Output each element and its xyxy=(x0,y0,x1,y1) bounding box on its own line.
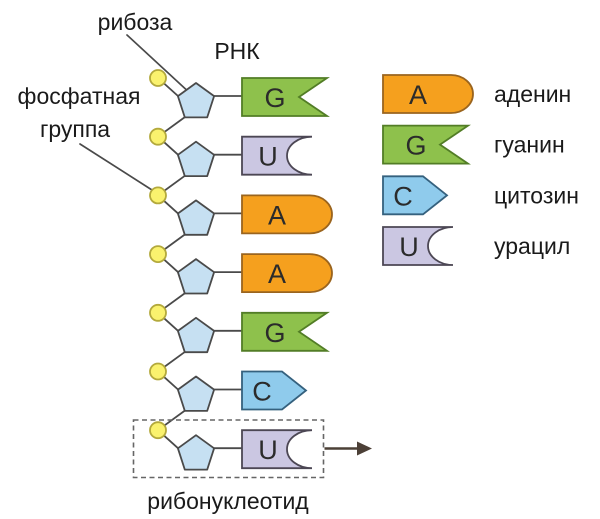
ribose-leader-line xyxy=(126,34,193,96)
ribose-pentagon-icon xyxy=(176,434,216,471)
legend-label-adenine: аденин xyxy=(494,81,571,107)
base-uracil-icon xyxy=(241,429,313,470)
arrow-head xyxy=(357,441,372,456)
base-uracil-icon xyxy=(241,135,313,176)
ribonucleotide-arrow-icon xyxy=(324,441,372,456)
base-guanine-icon xyxy=(241,77,330,117)
phosphate-group-icon xyxy=(149,186,167,205)
base-adenine-icon xyxy=(382,74,474,114)
legend-label-guanine: гуанин xyxy=(494,132,565,158)
phosphate-label-line2: группа xyxy=(40,116,110,142)
ribose-pentagon-icon xyxy=(176,375,216,412)
base-letter: U xyxy=(258,435,278,465)
base-letter: A xyxy=(268,200,286,230)
nucleotide-2: U xyxy=(149,127,313,197)
ribose-pentagon-icon xyxy=(176,199,216,236)
base-cytosine-icon xyxy=(382,175,449,216)
phosphate-group-icon xyxy=(149,69,167,87)
legend-label-uracil: урацил xyxy=(494,233,570,259)
base-guanine-icon xyxy=(241,311,330,352)
ribose-pentagon-icon xyxy=(176,258,216,295)
legend-label-cytosine: цитозин xyxy=(494,182,579,208)
ribose-pentagon-icon xyxy=(176,316,216,354)
phosphate-label-line1: фосфатная xyxy=(18,83,141,109)
base-uracil-icon xyxy=(382,226,454,266)
nucleotide-5: G xyxy=(149,303,330,373)
base-letter: A xyxy=(409,80,427,110)
base-letter: G xyxy=(264,318,285,348)
base-cytosine-icon xyxy=(241,370,308,411)
phosphate-group-icon xyxy=(149,245,167,264)
ribose-label: рибоза xyxy=(98,9,173,35)
phosphate-group-icon xyxy=(149,127,167,146)
base-letter: A xyxy=(268,259,286,289)
nucleotide-6: C xyxy=(149,362,308,432)
nucleotide-7: U xyxy=(149,421,313,471)
phosphate-group-icon xyxy=(149,303,167,322)
base-adenine-icon xyxy=(241,194,333,235)
base-letter: C xyxy=(393,181,413,211)
nucleotide-4: A xyxy=(149,245,333,314)
phosphate-leader-line xyxy=(79,143,153,191)
ribose-pentagon-icon xyxy=(176,140,216,178)
base-letter: G xyxy=(264,83,285,113)
base-adenine-icon xyxy=(241,253,333,293)
ribonucleotide-outline xyxy=(132,419,325,479)
ribose-pentagon-icon xyxy=(176,82,216,119)
base-letter: C xyxy=(252,377,272,407)
phosphate-group-icon xyxy=(149,362,167,381)
base-guanine-icon xyxy=(382,124,471,165)
phosphate-group-icon xyxy=(149,421,167,440)
nucleotide-1: G xyxy=(149,69,330,138)
base-letter: U xyxy=(399,232,419,262)
nucleotide-3: A xyxy=(149,186,333,256)
base-letter: G xyxy=(405,131,426,161)
rna-title: РНК xyxy=(214,38,260,64)
base-letter: U xyxy=(258,142,278,172)
ribonucleotide-label: рибонуклеотид xyxy=(147,488,309,514)
